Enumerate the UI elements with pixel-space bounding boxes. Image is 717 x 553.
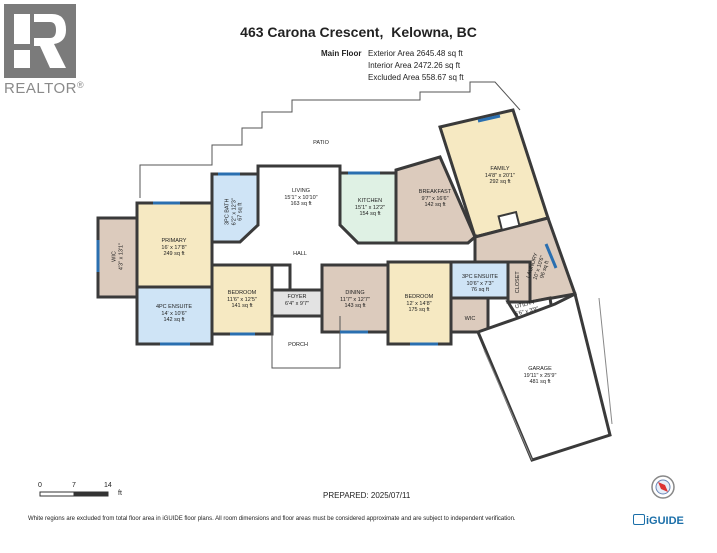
realtor-logo-reg: ® [76, 80, 85, 90]
page-title: 463 Carona Crescent, Kelowna, BC [0, 24, 717, 40]
exterior-area: Exterior Area 2645.48 sq ft [368, 49, 463, 58]
scale-tick-7: 7 [72, 482, 76, 489]
realtor-logo-mark [4, 4, 76, 78]
porch-outline [271, 316, 341, 369]
patio-outline [139, 81, 521, 198]
prepared-date: PREPARED: 2025/07/11 [323, 491, 411, 500]
fireplace-icon [497, 210, 521, 232]
realtor-logo: REALTOR® [0, 0, 84, 100]
room-bedroom-2 [386, 260, 453, 346]
scale-tick-0: 0 [38, 482, 42, 489]
iguide-mark-icon [633, 514, 645, 525]
label-patio: PATIO [313, 140, 329, 146]
label-wic-right: WIC [464, 316, 476, 322]
excluded-area: Excluded Area 558.67 sq ft [368, 73, 464, 82]
garage-door-lines [483, 297, 613, 461]
scale-unit: ft [118, 490, 122, 497]
scale-bar [39, 491, 109, 497]
label-porch: PORCH [288, 342, 308, 348]
iguide-logo: iGUIDE [633, 514, 684, 527]
compass-icon [651, 475, 675, 499]
label-closet: CLOSET [514, 271, 521, 294]
realtor-logo-text: REALTOR [4, 80, 77, 97]
interior-area: Interior Area 2472.26 sq ft [368, 61, 461, 70]
floor-label: Main Floor [321, 49, 362, 58]
label-hall: HALL [293, 251, 307, 257]
address-line: 463 Carona Crescent, [240, 24, 384, 40]
scale-tick-14: 14 [104, 482, 112, 489]
disclaimer-text: White regions are excluded from total fl… [28, 516, 516, 522]
room-4pc-ensuite [135, 285, 214, 346]
windows [96, 114, 558, 346]
iguide-text: iGUIDE [646, 515, 684, 527]
city-line: Kelowna, BC [391, 24, 477, 40]
